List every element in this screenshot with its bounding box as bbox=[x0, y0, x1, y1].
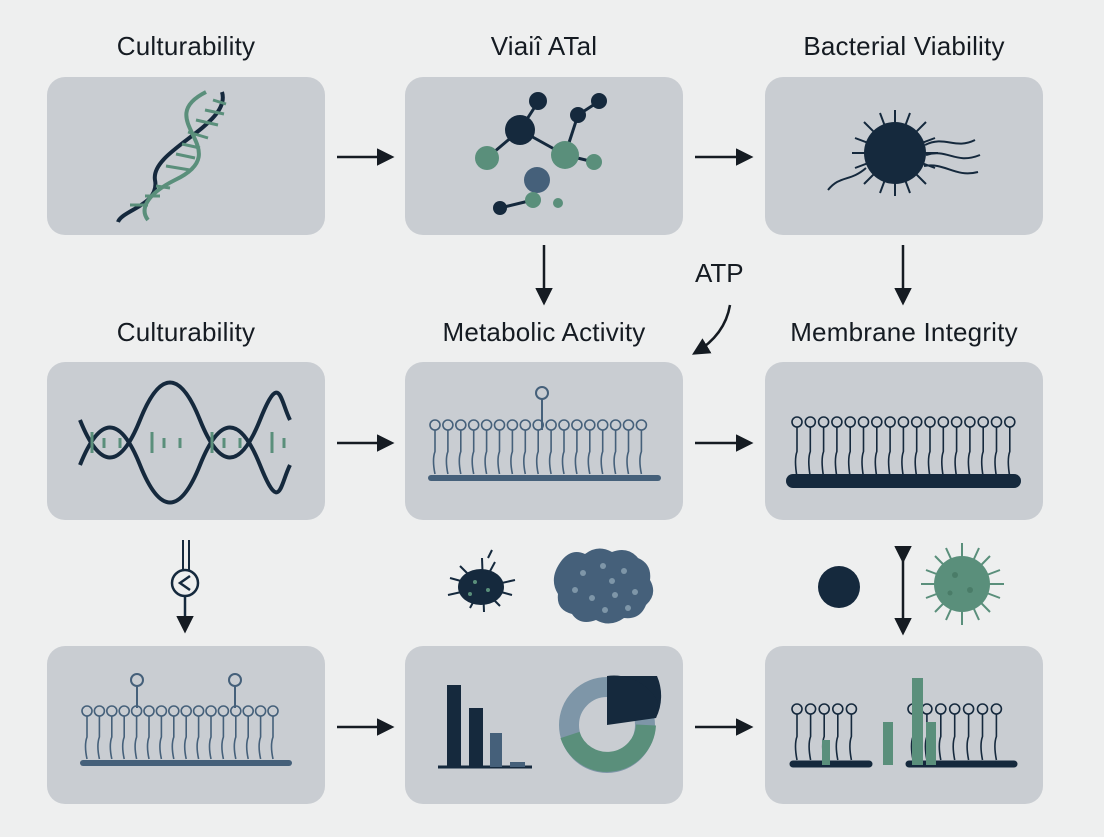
label-metabolic-activity: Metabolic Activity bbox=[442, 317, 646, 347]
panel-membrane-bars bbox=[765, 646, 1043, 804]
probe-pins-icon bbox=[130, 673, 242, 708]
dna-helix-icon bbox=[116, 90, 227, 224]
label-membrane-integrity: Membrane Integrity bbox=[790, 317, 1018, 347]
chevron-circle-icon bbox=[170, 540, 200, 634]
green-microbe-icon bbox=[921, 543, 1004, 625]
lipid-bilayer-integrity-icon bbox=[786, 416, 1021, 488]
lipid-bilayer-probes-icon bbox=[80, 705, 292, 766]
large-microbe-icon bbox=[553, 548, 654, 624]
dark-cell-icon bbox=[818, 566, 860, 608]
small-microbe-icon bbox=[447, 549, 516, 613]
panel-dna-horizontal bbox=[47, 362, 325, 520]
label-bacterial-viability: Bacterial Viability bbox=[803, 31, 1005, 61]
bar-chart-icon bbox=[438, 685, 532, 769]
dna-horizontal-icon bbox=[78, 380, 292, 505]
label-atp: ATP bbox=[695, 258, 744, 288]
fluorescence-bars-icon bbox=[822, 678, 936, 765]
molecule-icon bbox=[475, 92, 607, 215]
panel-molecule bbox=[405, 77, 683, 235]
bacterium-icon bbox=[827, 110, 981, 196]
donut-chart-icon bbox=[559, 675, 662, 773]
label-viability-atp: Viaiî ATal bbox=[490, 31, 598, 61]
label-culturability-mid: Culturability bbox=[116, 317, 256, 347]
lipid-bilayer-metabolic-icon bbox=[428, 419, 661, 481]
label-culturability-top: Culturability bbox=[116, 31, 256, 61]
arrow-atp-curve bbox=[691, 304, 732, 355]
probe-pin-icon bbox=[535, 386, 549, 430]
